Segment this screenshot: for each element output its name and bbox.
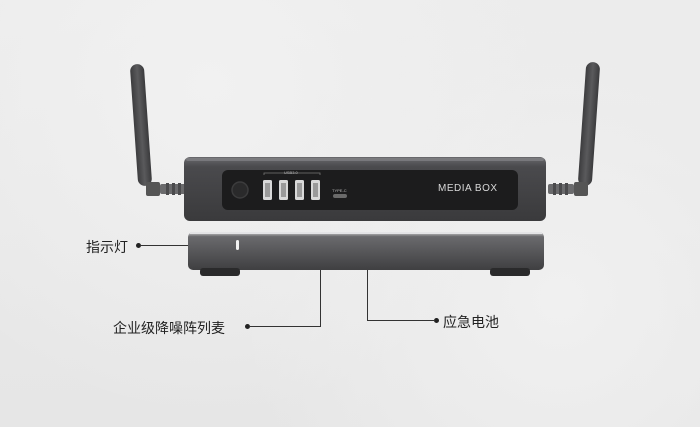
brand-text: MEDIA BOX [438, 183, 498, 194]
callout-mic-array-dot [245, 324, 250, 329]
callout-indicator-dot [136, 243, 141, 248]
top-unit [184, 157, 546, 221]
usb-label: USB3.0 [284, 170, 298, 175]
callout-battery-line-h [367, 320, 435, 321]
callout-mic-array-line-v [320, 270, 321, 327]
type-c-port [333, 194, 347, 198]
callout-battery-line-v [367, 270, 368, 321]
callout-mic-array-label: 企业级降噪阵列麦 [113, 321, 225, 337]
bottom-unit [188, 232, 544, 276]
indicator-light [236, 240, 239, 250]
left-foot [200, 268, 240, 276]
callout-indicator-label: 指示灯 [86, 240, 128, 256]
callout-mic-array-line-h [249, 326, 320, 327]
front-panel [222, 170, 518, 210]
callout-indicator-line [140, 245, 188, 246]
right-foot [490, 268, 530, 276]
power-button [231, 181, 249, 199]
callout-battery-label: 应急电池 [443, 315, 499, 331]
type-c-label: TYPE-C [332, 188, 347, 193]
callout-battery-dot [434, 318, 439, 323]
left-antenna [130, 64, 186, 196]
right-antenna [548, 62, 600, 196]
